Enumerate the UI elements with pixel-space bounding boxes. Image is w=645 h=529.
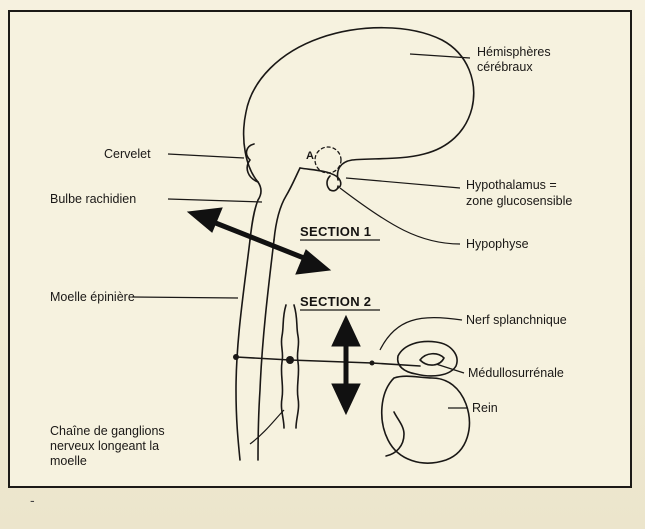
- leader-cervelet: [168, 154, 244, 158]
- leader-chaine: [250, 410, 284, 444]
- cerebellum-outline: [247, 144, 258, 182]
- section-2-arrow: [332, 316, 360, 414]
- nerve-dot-right: [370, 361, 375, 366]
- zone-a-marker: A: [306, 150, 314, 162]
- label-section-2: SECTION 2: [300, 294, 371, 309]
- label-hemispheres-line2: cérébraux: [477, 60, 533, 75]
- splanchnic-nerve: [236, 357, 420, 366]
- label-medullo: Médullosurrénale: [468, 366, 564, 381]
- label-bulbe: Bulbe rachidien: [50, 192, 136, 207]
- leader-nerf: [380, 318, 462, 350]
- brainstem-left: [250, 182, 261, 240]
- leader-hypothalamus: [346, 178, 460, 188]
- zone-a-circle: [315, 147, 341, 173]
- brainstem-right: [274, 168, 300, 240]
- adrenal-gland: [398, 342, 457, 376]
- footer-mark: -: [30, 492, 35, 508]
- nerve-dot-left: [233, 354, 239, 360]
- hypophyse-shape: [327, 176, 338, 191]
- spinal-cord-right: [258, 240, 274, 460]
- medulla: [420, 354, 444, 365]
- section-1-arrow: [188, 208, 330, 274]
- label-chaine-line1: Chaîne de ganglions: [50, 424, 165, 439]
- label-nerf: Nerf splanchnique: [466, 313, 567, 328]
- label-hypothalamus-line1: Hypothalamus =: [466, 178, 557, 193]
- kidney-outline: [382, 376, 470, 463]
- label-rein: Rein: [472, 401, 498, 416]
- leader-bulbe: [168, 199, 262, 202]
- ganglion-chain-right: [294, 305, 299, 428]
- label-cervelet: Cervelet: [104, 147, 151, 162]
- spinal-cord-left: [236, 240, 250, 460]
- nerve-dot-ganglion: [286, 356, 294, 364]
- label-chaine-line3: moelle: [50, 454, 87, 469]
- label-chaine-line2: nerveux longeant la: [50, 439, 159, 454]
- ganglion-chain-left: [281, 305, 286, 428]
- leader-moelle: [132, 297, 238, 298]
- label-moelle: Moelle épinière: [50, 290, 135, 305]
- label-hypothalamus-line2: zone glucosensible: [466, 194, 572, 209]
- brain-hemispheres-outline: [244, 28, 474, 182]
- label-hypophyse: Hypophyse: [466, 237, 529, 252]
- label-hemispheres-line1: Hémisphères: [477, 45, 551, 60]
- label-section-1: SECTION 1: [300, 224, 371, 239]
